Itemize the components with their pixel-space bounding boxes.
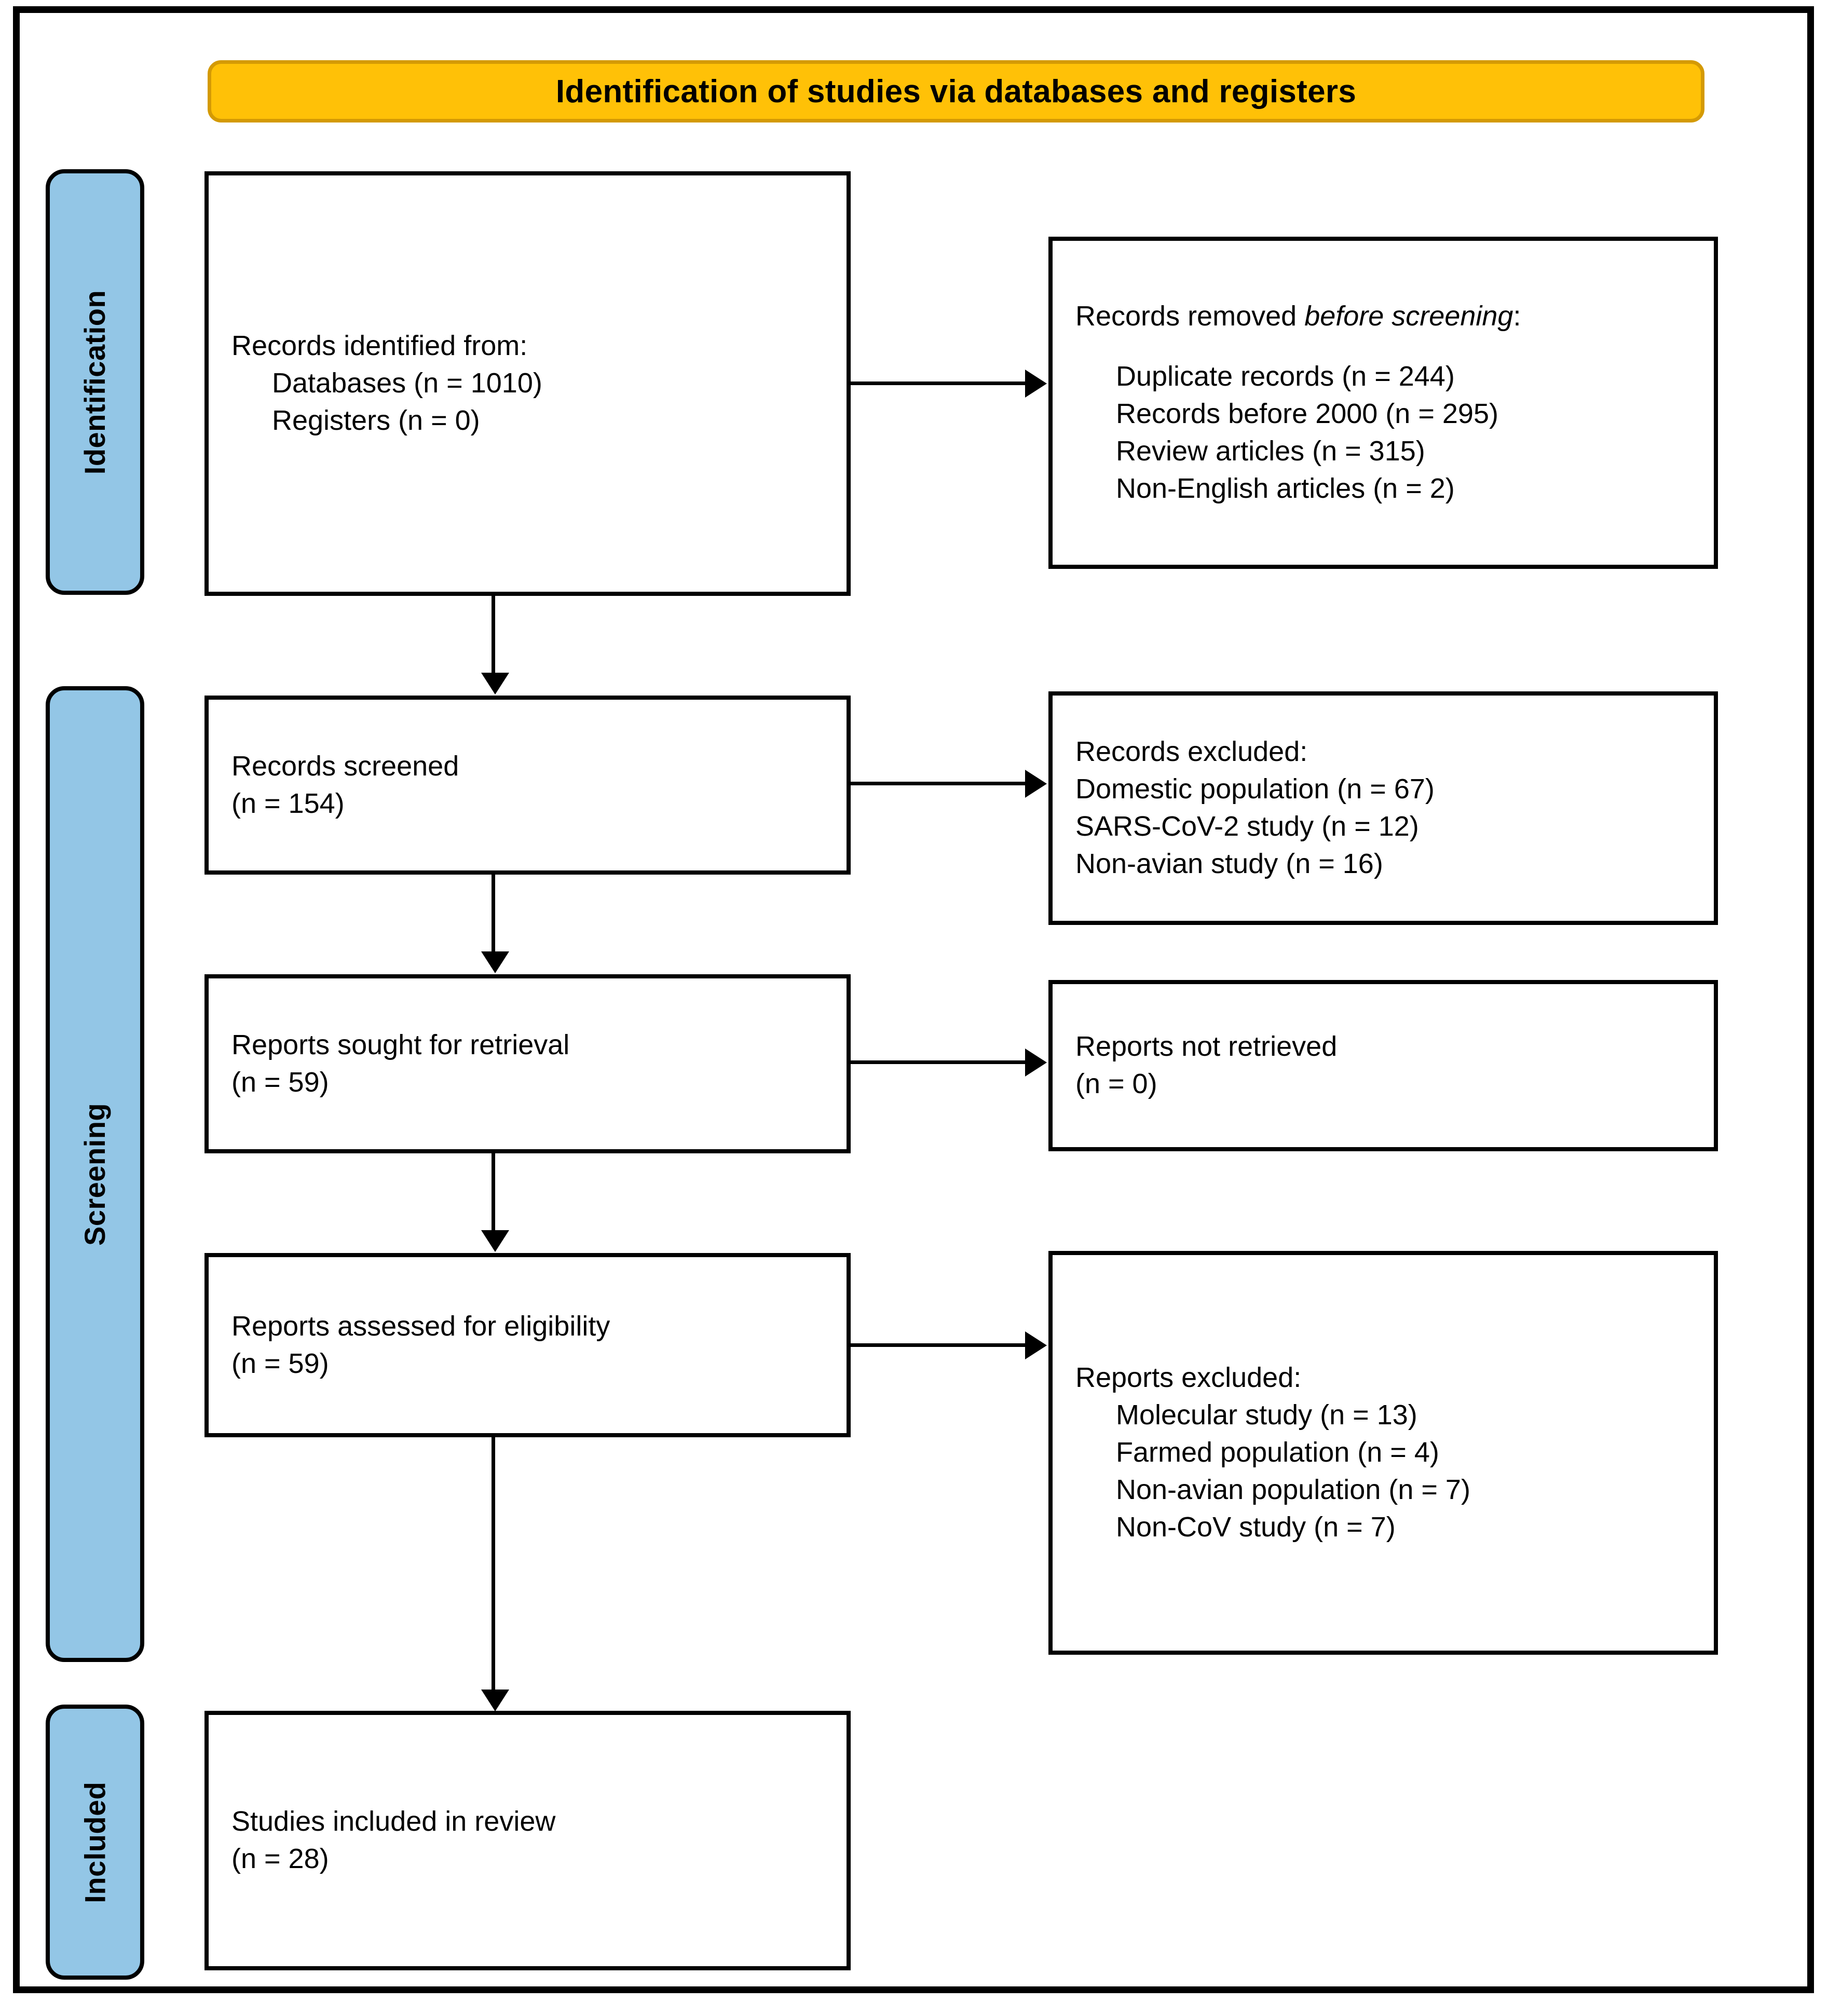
box-records-excluded: Records excluded: Domestic population (n…: [1048, 691, 1718, 925]
arrowhead-screened-to-sought: [481, 951, 509, 973]
box-records-identified: Records identified from: Databases (n = …: [204, 171, 851, 596]
reports-excluded-item-farmed: Farmed population (n = 4): [1116, 1437, 1439, 1468]
records-screened-count: (n = 154): [231, 787, 345, 819]
records-removed-heading-plain: Records removed: [1075, 301, 1305, 332]
stage-tab-screening: Screening: [46, 686, 144, 1662]
reports-sought-label: Reports sought for retrieval: [231, 1029, 570, 1060]
studies-included-label: Studies included in review: [231, 1806, 556, 1837]
records-removed-item-review-articles: Review articles (n = 315): [1116, 435, 1425, 467]
diagram-title: Identification of studies via databases …: [555, 73, 1357, 110]
box-studies-included: Studies included in review (n = 28): [204, 1711, 851, 1970]
reports-assessed-label: Reports assessed for eligibility: [231, 1310, 610, 1342]
reports-excluded-item-non-avian: Non-avian population (n = 7): [1116, 1474, 1470, 1505]
diagram-title-banner: Identification of studies via databases …: [208, 60, 1704, 122]
stage-tab-identification: Identification: [46, 169, 144, 595]
records-removed-item-duplicates: Duplicate records (n = 244): [1116, 361, 1455, 392]
arrowhead-identified-to-removed: [1025, 370, 1047, 398]
arrowhead-screened-to-excluded: [1025, 770, 1047, 798]
records-excluded-item-sars-cov-2: SARS-CoV-2 study (n = 12): [1075, 811, 1419, 842]
records-removed-item-non-english: Non-English articles (n = 2): [1116, 472, 1455, 504]
connector-identified-to-screened: [492, 596, 495, 675]
arrowhead-assessed-to-excluded: [1025, 1331, 1047, 1359]
records-identified-heading: Records identified from:: [231, 330, 528, 362]
connector-screened-to-excluded: [851, 782, 1027, 785]
reports-not-retrieved-count: (n = 0): [1075, 1068, 1157, 1099]
connector-sought-to-assessed: [492, 1153, 495, 1232]
reports-sought-count: (n = 59): [231, 1066, 329, 1098]
records-screened-label: Records screened: [231, 750, 459, 782]
records-removed-heading-emphasis: before screening: [1304, 301, 1513, 332]
connector-assessed-to-included: [492, 1437, 495, 1692]
reports-excluded-heading: Reports excluded:: [1075, 1362, 1302, 1394]
connector-assessed-to-excluded: [851, 1343, 1027, 1347]
box-records-removed: Records removed before screening: Duplic…: [1048, 237, 1718, 569]
records-excluded-item-non-avian: Non-avian study (n = 16): [1075, 848, 1383, 879]
records-removed-heading: Records removed before screening:: [1075, 298, 1691, 335]
box-reports-not-retrieved: Reports not retrieved (n = 0): [1048, 980, 1718, 1151]
reports-excluded-item-molecular: Molecular study (n = 13): [1116, 1399, 1417, 1431]
arrowhead-assessed-to-included: [481, 1690, 509, 1711]
box-reports-sought: Reports sought for retrieval (n = 59): [204, 974, 851, 1153]
connector-sought-to-not-retrieved: [851, 1060, 1027, 1064]
arrowhead-identified-to-screened: [481, 673, 509, 694]
records-excluded-item-domestic: Domestic population (n = 67): [1075, 773, 1435, 805]
connector-screened-to-sought: [492, 875, 495, 953]
records-identified-item-databases: Databases (n = 1010): [272, 367, 542, 399]
studies-included-count: (n = 28): [231, 1843, 329, 1874]
records-removed-spacer: [1075, 335, 1691, 358]
records-removed-item-before-2000: Records before 2000 (n = 295): [1116, 398, 1498, 430]
reports-not-retrieved-label: Reports not retrieved: [1075, 1031, 1338, 1063]
stage-tab-included: Included: [46, 1705, 144, 1980]
box-reports-excluded: Reports excluded: Molecular study (n = 1…: [1048, 1251, 1718, 1655]
records-excluded-heading: Records excluded:: [1075, 736, 1308, 768]
box-records-screened: Records screened (n = 154): [204, 696, 851, 875]
stage-label-screening: Screening: [78, 1102, 112, 1246]
records-removed-heading-tail: :: [1513, 301, 1521, 332]
box-reports-assessed: Reports assessed for eligibility (n = 59…: [204, 1253, 851, 1437]
connector-identified-to-removed: [851, 382, 1027, 385]
stage-label-included: Included: [78, 1781, 112, 1903]
stage-label-identification: Identification: [78, 290, 112, 474]
records-identified-item-registers: Registers (n = 0): [272, 404, 480, 436]
reports-excluded-item-non-cov: Non-CoV study (n = 7): [1116, 1511, 1396, 1543]
arrowhead-sought-to-not-retrieved: [1025, 1048, 1047, 1077]
reports-assessed-count: (n = 59): [231, 1347, 329, 1379]
arrowhead-sought-to-assessed: [481, 1230, 509, 1252]
